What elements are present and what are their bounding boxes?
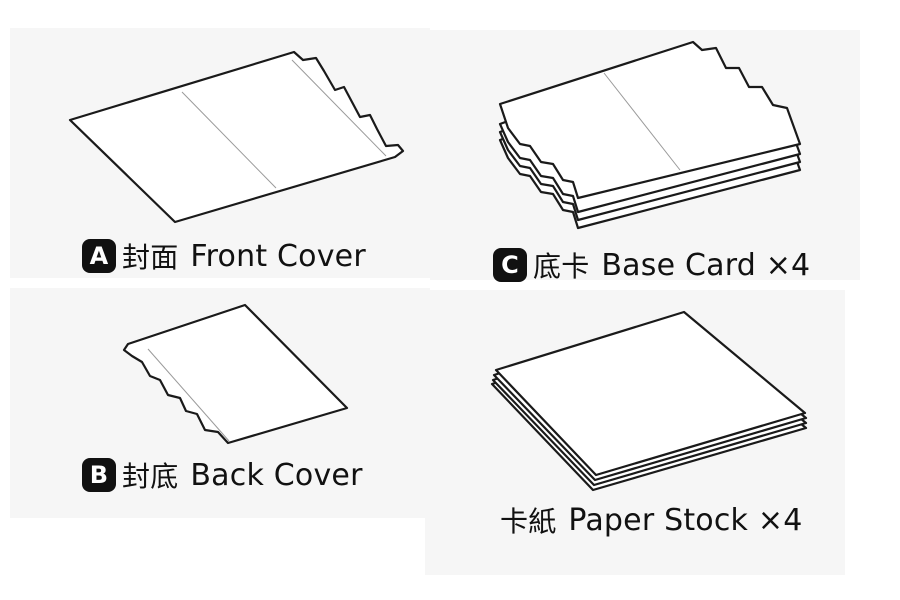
- badge-c-icon: C: [493, 248, 527, 282]
- label-base-card: C 底卡 Base Card ×4: [493, 245, 810, 285]
- back-cover-zh: 封底: [122, 460, 179, 493]
- base-card-stack: [498, 40, 802, 230]
- base-card-zh: 底卡: [533, 250, 590, 283]
- front-cover-en: Front Cover: [190, 238, 366, 274]
- badge-b-icon: B: [82, 458, 116, 492]
- paper-stock-zh: 卡紙: [500, 505, 557, 538]
- label-paper-stock: 卡紙 Paper Stock ×4: [500, 500, 803, 540]
- paper-stock-en: Paper Stock ×4: [568, 502, 803, 538]
- front-cover-zh: 封面: [122, 241, 179, 274]
- label-back-cover: B 封底 Back Cover: [82, 455, 363, 495]
- base-card-en: Base Card ×4: [601, 247, 811, 283]
- label-front-cover: A 封面 Front Cover: [82, 236, 366, 276]
- back-cover-en: Back Cover: [190, 457, 363, 493]
- back-cover-sheet: [122, 303, 349, 445]
- paper-stock-stack: [490, 310, 808, 492]
- badge-a-icon: A: [82, 239, 116, 273]
- front-cover-sheet: [68, 50, 405, 224]
